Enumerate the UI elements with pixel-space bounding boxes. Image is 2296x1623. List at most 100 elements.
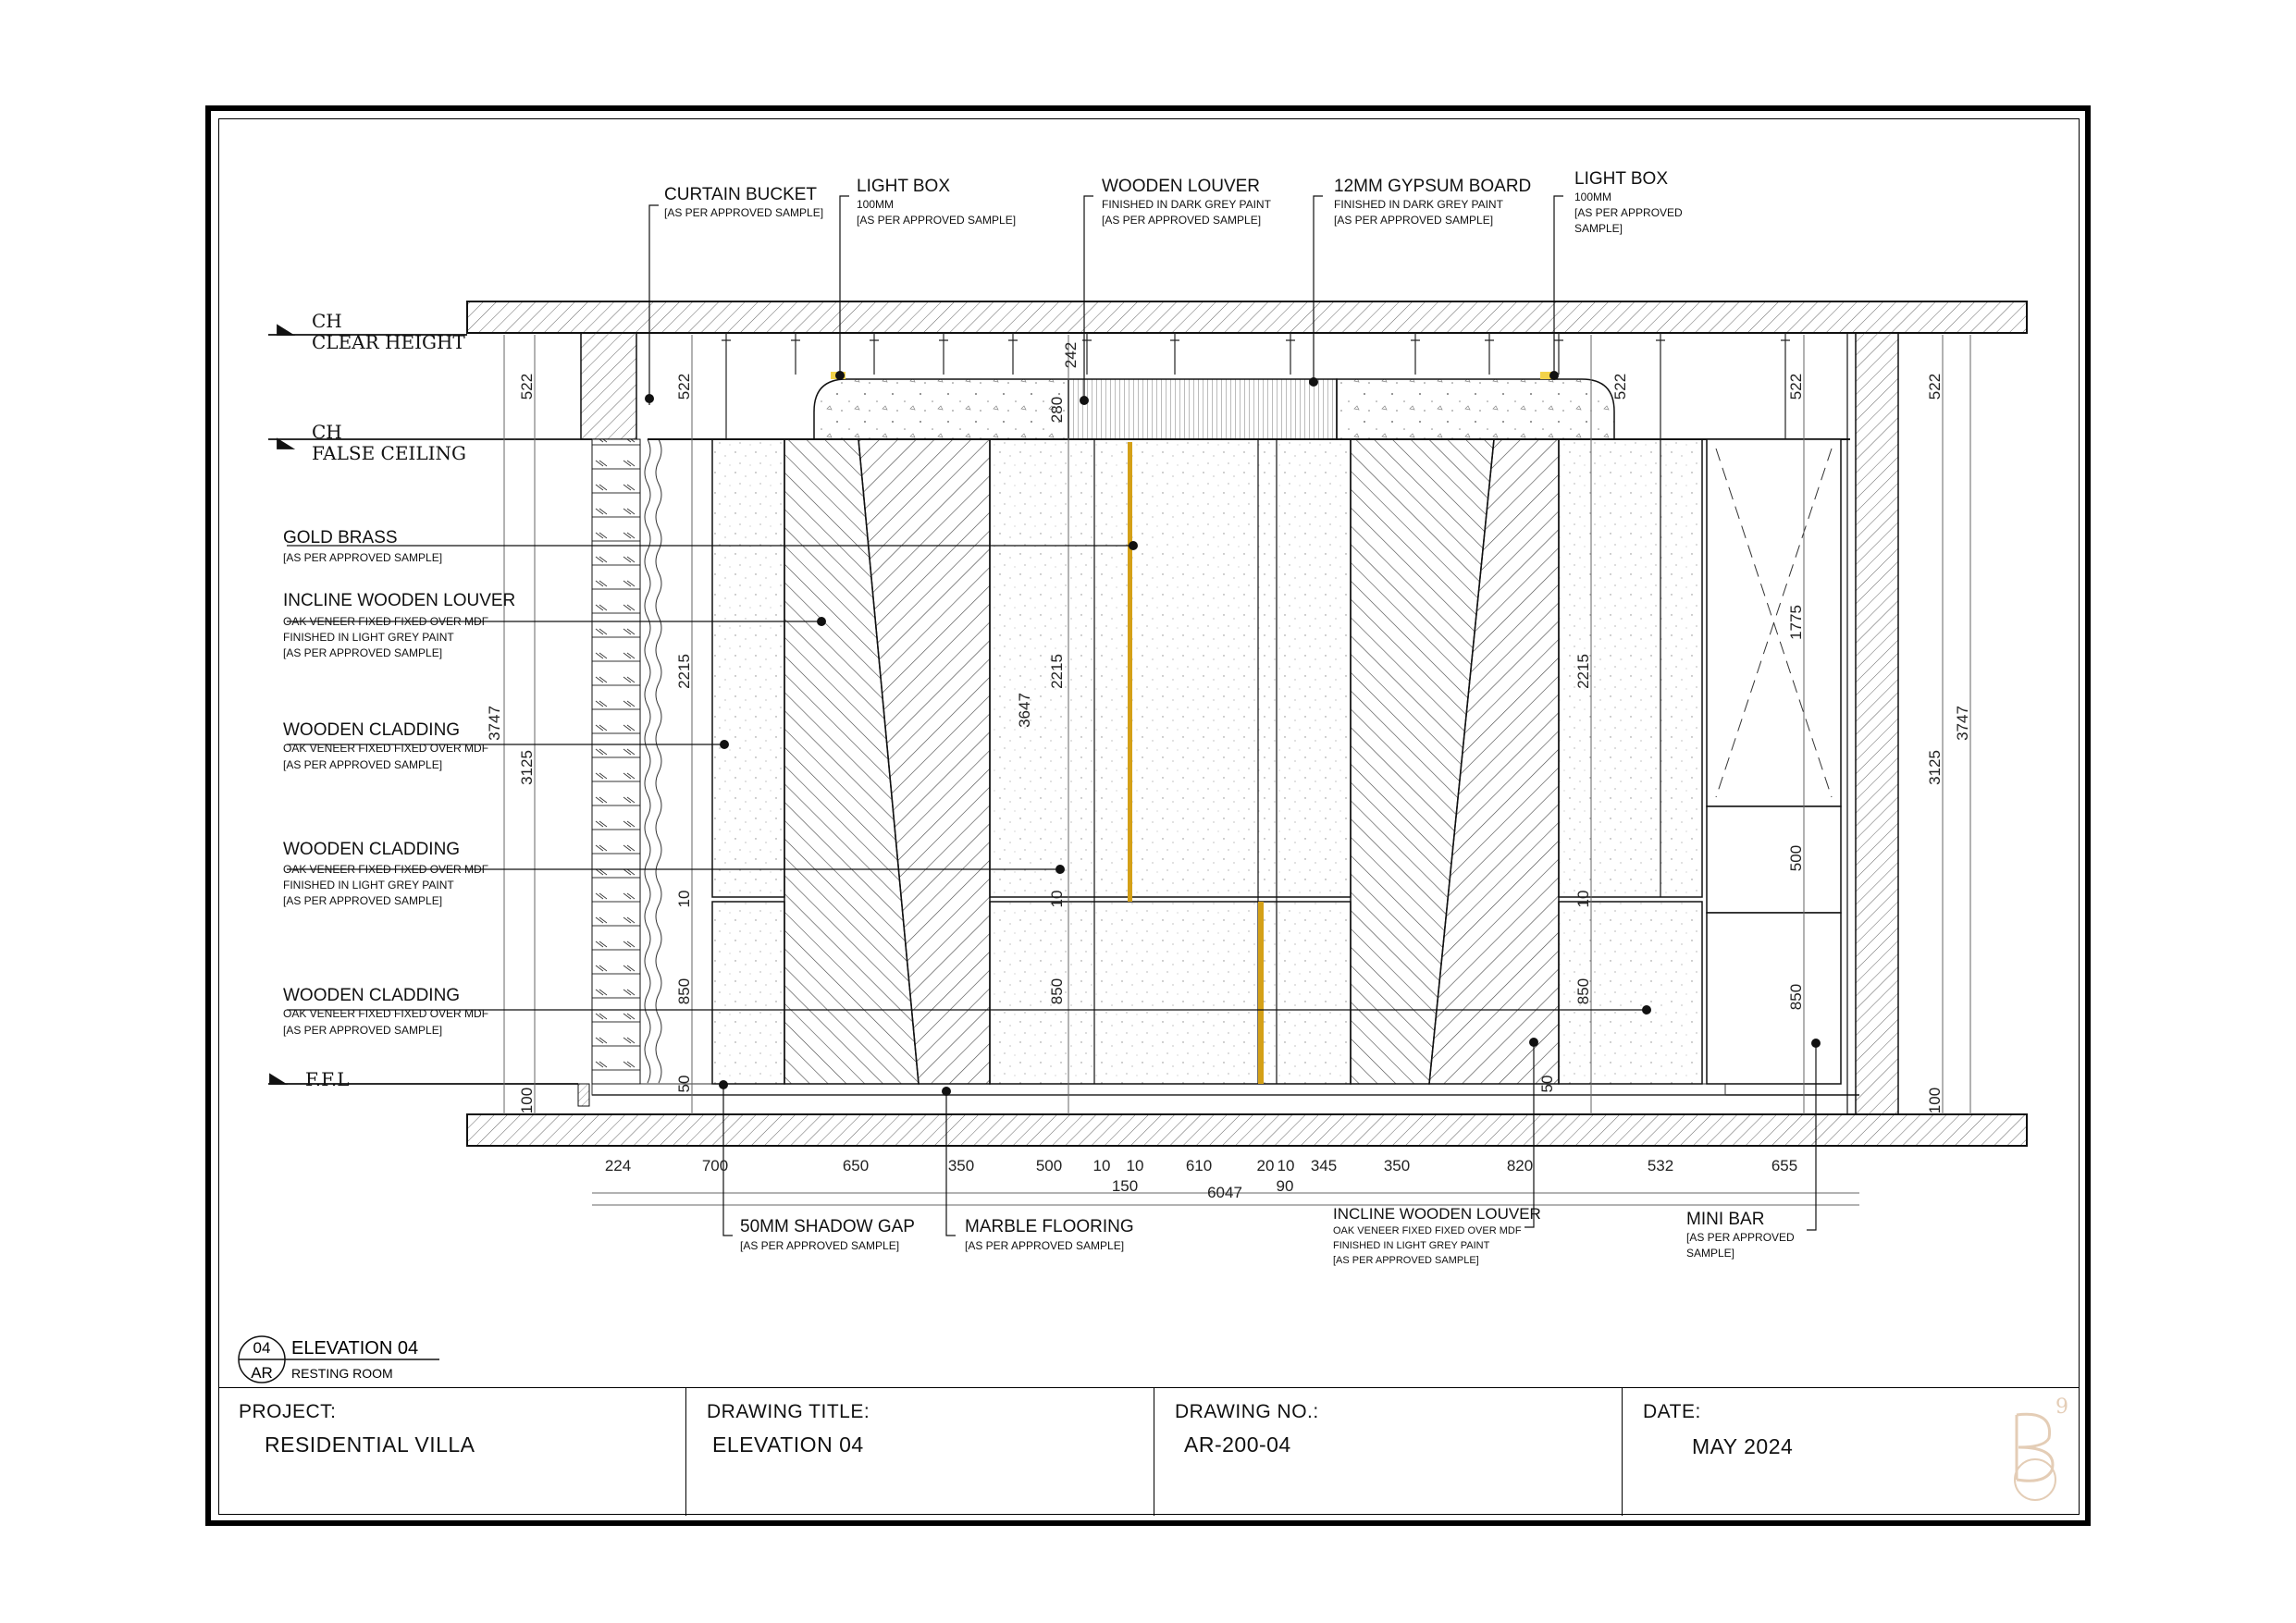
callout-text: [AS PER APPROVED <box>1686 1231 1795 1244</box>
dim-vertical: 2215 <box>675 654 693 689</box>
leader-dots <box>645 371 1821 1096</box>
dim-bottom: 650 <box>843 1157 869 1174</box>
hangers <box>722 333 1790 439</box>
dim-bottom: 532 <box>1648 1157 1673 1174</box>
callout-text: [AS PER APPROVED SAMPLE] <box>1102 214 1261 227</box>
dim-bottom: 655 <box>1771 1157 1797 1174</box>
dim-vertical: 522 <box>1611 374 1629 400</box>
callout-gypsum-board: 12MM GYPSUM BOARD <box>1334 177 1531 196</box>
dim-vertical: 280 <box>1048 397 1066 423</box>
curtain-panel <box>591 438 641 1085</box>
callout-incline-louver: INCLINE WOODEN LOUVER <box>283 591 515 610</box>
dim-vertical: 2215 <box>1574 654 1592 689</box>
callout-wooden-cladding-3: WOODEN CLADDING <box>283 986 460 1005</box>
dim-bottom: 350 <box>1384 1157 1410 1174</box>
callout-text: [AS PER APPROVED SAMPLE] <box>664 206 823 219</box>
dim-bottom-sub: 150 <box>1112 1177 1138 1195</box>
callout-wooden-louver: WOODEN LOUVER <box>1102 177 1260 196</box>
floor-slab <box>466 1113 2028 1147</box>
callout-text: 100MM <box>1574 191 1611 203</box>
dim-vertical: 522 <box>1787 374 1805 400</box>
title-block-drawing-title: DRAWING TITLE: ELEVATION 04 <box>686 1388 1154 1516</box>
callout-text: [AS PER APPROVED SAMPLE] <box>283 646 442 659</box>
clear-height-ch: CH <box>312 310 342 332</box>
project-label: PROJECT: <box>239 1401 337 1422</box>
project-value: RESIDENTIAL VILLA <box>265 1432 475 1457</box>
callout-text: [AS PER APPROVED SAMPLE] <box>283 551 442 564</box>
view-tag-subtitle: RESTING ROOM <box>291 1366 393 1381</box>
cladding-panel-1 <box>711 438 785 898</box>
dim-vertical: 850 <box>675 978 693 1004</box>
dim-vertical: 850 <box>1787 984 1805 1010</box>
ceiling-slab <box>466 301 2028 334</box>
dim-bottom: 224 <box>605 1157 631 1174</box>
dim-vertical: 522 <box>518 374 536 400</box>
mini-bar-mid <box>1706 805 1842 914</box>
dim-vertical: 3647 <box>1016 693 1033 728</box>
dim-vertical: 2215 <box>1048 654 1066 689</box>
dimension-lines <box>503 335 1971 1206</box>
callout-wooden-cladding-1: WOODEN CLADDING <box>283 720 460 740</box>
dim-vertical: 3747 <box>1954 706 1971 741</box>
date-value: MAY 2024 <box>1692 1434 1794 1458</box>
drawing-title-value: ELEVATION 04 <box>712 1432 864 1457</box>
callout-shadow-gap: 50MM SHADOW GAP <box>740 1217 915 1236</box>
date-label: DATE: <box>1643 1401 1701 1422</box>
false-ceiling-right <box>1336 378 1615 440</box>
callout-text: 100MM <box>857 198 894 211</box>
callout-incline-louver-bottom: INCLINE WOODEN LOUVER <box>1333 1205 1541 1223</box>
callout-text: FINISHED IN DARK GREY PAINT <box>1102 198 1272 211</box>
title-block: PROJECT: RESIDENTIAL VILLA DRAWING TITLE… <box>218 1387 2080 1516</box>
dim-vertical: 3747 <box>486 706 503 741</box>
false-ceiling-ch: CH <box>312 421 342 443</box>
dim-vertical: 3125 <box>1926 750 1944 785</box>
callout-text: OAK VENEER FIXED FIXED OVER MDF <box>283 615 488 628</box>
callout-text: OAK VENEER FIXED FIXED OVER MDF <box>1333 1225 1522 1236</box>
title-block-project: PROJECT: RESIDENTIAL VILLA <box>218 1388 686 1516</box>
svg-text:9: 9 <box>2055 1396 2068 1419</box>
dim-vertical: 100 <box>518 1088 536 1113</box>
callout-text: [AS PER APPROVED SAMPLE] <box>1334 214 1493 227</box>
dim-vertical: 10 <box>1574 891 1592 908</box>
right-wall <box>1855 332 1899 1115</box>
dim-vertical: 10 <box>1048 891 1066 908</box>
dim-vertical: 100 <box>1926 1088 1944 1113</box>
callout-text: OAK VENEER FIXED FIXED OVER MDF <box>283 742 488 755</box>
light-box-right <box>1540 372 1555 379</box>
callout-text: SAMPLE] <box>1574 222 1623 235</box>
mini-bar-lower <box>1706 912 1842 1085</box>
callout-text: [AS PER APPROVED <box>1574 206 1683 219</box>
clear-height-label: CLEAR HEIGHT <box>312 331 465 353</box>
dim-vertical: 850 <box>1574 978 1592 1004</box>
leader-lines <box>287 195 1817 1236</box>
sheet-inner-border <box>218 118 2080 1515</box>
sheet-outer-border <box>205 105 2091 1526</box>
callout-text: OAK VENEER FIXED FIXED OVER MDF <box>283 863 488 876</box>
view-tag: 04 AR ELEVATION 04 RESTING ROOM <box>238 1335 439 1383</box>
callout-text: [AS PER APPROVED SAMPLE] <box>283 758 442 771</box>
title-block-date: DATE: MAY 2024 <box>1623 1388 2080 1516</box>
dim-vertical: 1775 <box>1787 605 1805 640</box>
callout-light-box-right: LIGHT BOX <box>1574 169 1668 189</box>
callout-text: SAMPLE] <box>1686 1247 1734 1260</box>
dim-bottom: 610 <box>1186 1157 1212 1174</box>
dim-bottom: 10 <box>1127 1157 1144 1174</box>
dim-vertical: 50 <box>675 1076 693 1093</box>
view-tag-number: 04 <box>253 1339 271 1357</box>
false-ceiling-label: FALSE CEILING <box>312 442 466 464</box>
false-ceiling-left <box>813 378 1069 440</box>
dim-vertical: 10 <box>675 891 693 908</box>
level-markers <box>268 324 592 1085</box>
dim-vertical: 242 <box>1062 342 1080 368</box>
dim-bottom: 10 <box>1278 1157 1295 1174</box>
left-wall <box>580 332 637 440</box>
cladding-panel-center <box>989 438 1352 898</box>
cladding-panel-right <box>1558 438 1703 898</box>
dim-vertical: 50 <box>1538 1076 1556 1093</box>
callout-text: [AS PER APPROVED SAMPLE] <box>283 894 442 907</box>
dim-vertical: 522 <box>675 374 693 400</box>
callout-text: [AS PER APPROVED SAMPLE] <box>857 214 1016 227</box>
dim-bottom: 345 <box>1311 1157 1337 1174</box>
ffl-label: F.F.L <box>305 1068 350 1090</box>
dim-bottom-sub: 90 <box>1277 1177 1294 1195</box>
